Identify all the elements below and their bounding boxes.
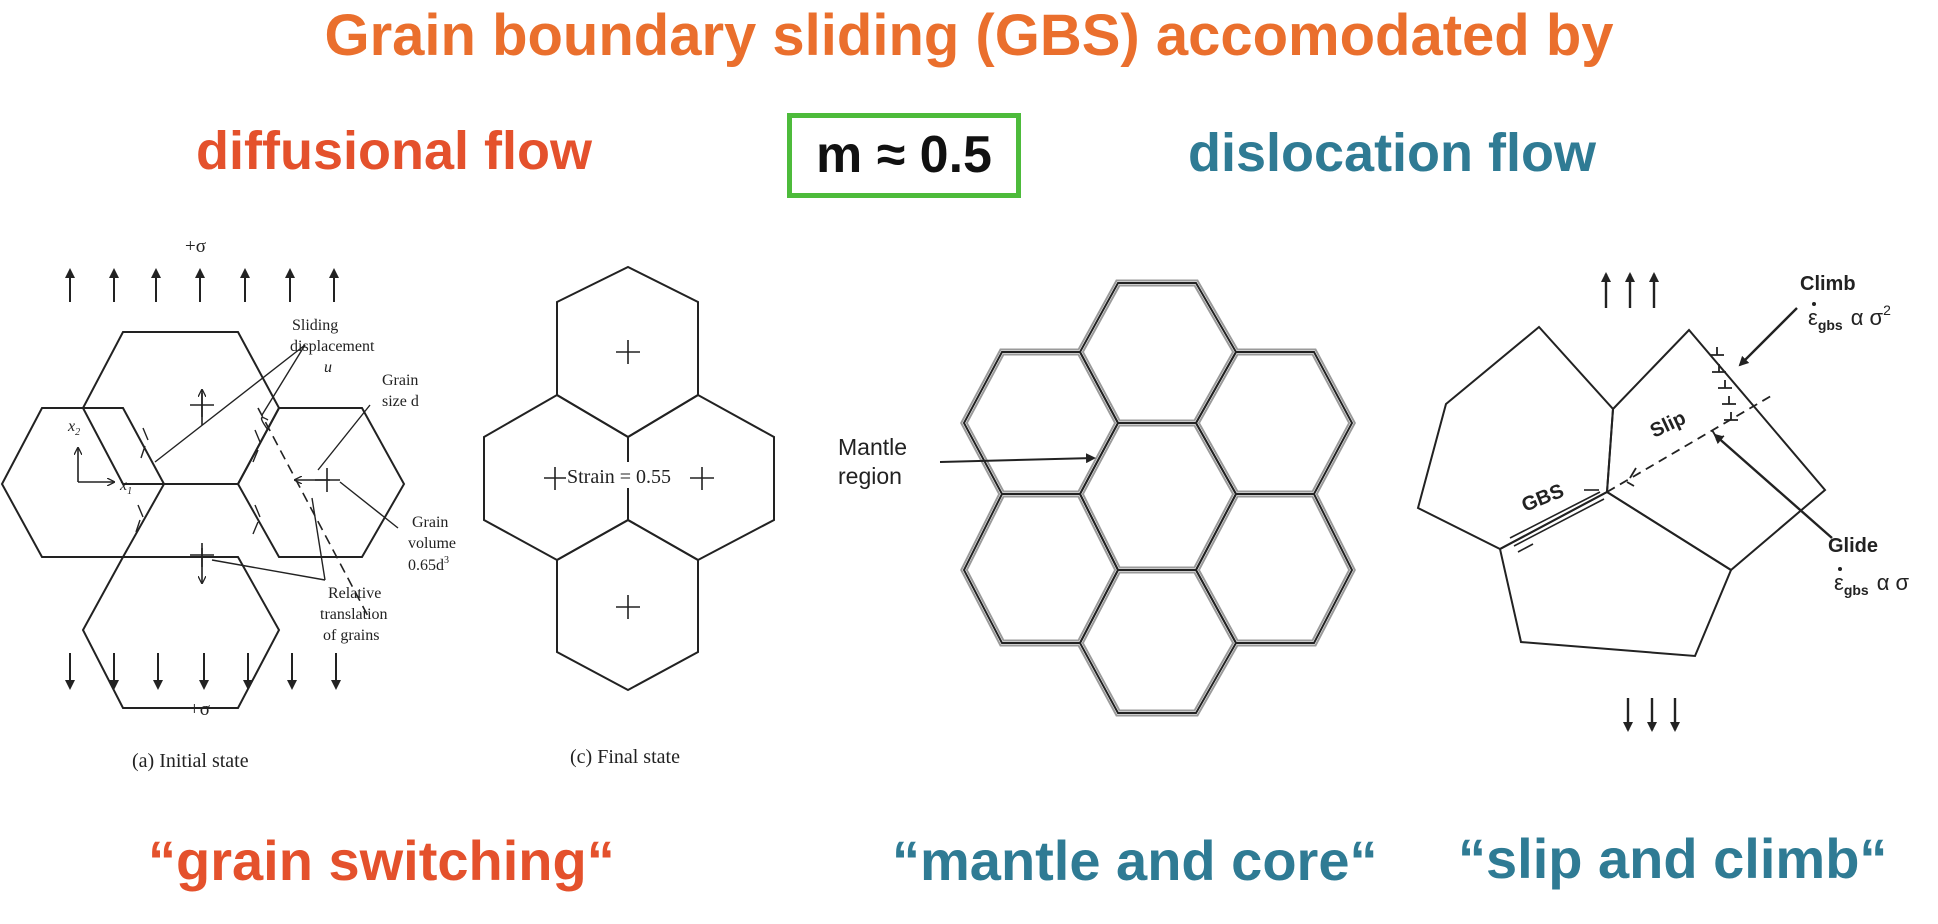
glide-label: Glide (1828, 535, 1878, 557)
stress-arrows-down (65, 653, 341, 690)
stress-arrows-up (65, 268, 339, 302)
heading-dislocation-flow: dislocation flow (1188, 123, 1597, 183)
caption-final-state: (c) Final state (570, 746, 680, 768)
climb-label: Climb (1800, 273, 1856, 295)
caption-initial-state: (a) Initial state (132, 750, 249, 772)
strain-rate-sensitivity-box: m ≈ 0.5 (787, 113, 1021, 198)
sliding-label-2: displacement (290, 338, 375, 355)
panel-initial-state (0, 268, 406, 709)
grain-polygon (1416, 325, 1615, 551)
stress-label-top: +σ (185, 236, 206, 257)
relative-translation-label-1: Relative (328, 585, 381, 602)
grain-volume-label-1: Grain (412, 514, 448, 531)
relative-translation-label-3: of grains (323, 627, 379, 644)
panel-mantle-core (939, 279, 1356, 717)
axis-x1-label: x1 (119, 477, 132, 497)
sliding-label-3: u (324, 359, 332, 376)
grain-volume-label-3: 0.65d3 (408, 555, 449, 574)
caption-mantle-core: “mantle and core“ (892, 829, 1378, 892)
panel-final-state (483, 265, 775, 692)
grain-hexagon (556, 518, 699, 692)
gbs-label: GBS (1519, 480, 1567, 517)
grain-size-label-1: Grain (382, 372, 418, 389)
sliding-label-1: Sliding (292, 317, 338, 334)
grain-hexagon (1078, 569, 1238, 714)
grain-volume-label-2: volume (408, 535, 456, 552)
grain-hexagon (236, 407, 406, 558)
slip-label: Slip (1647, 407, 1690, 442)
panel-slip-climb (1416, 272, 1833, 732)
mantle-label-2: region (838, 463, 902, 489)
stress-label-bottom: +σ (189, 699, 210, 720)
grain-hexagon (81, 556, 281, 709)
slide-title: Grain boundary sliding (GBS) accomodated… (324, 3, 1614, 68)
caption-slip-climb: “slip and climb“ (1458, 827, 1888, 890)
stress-arrows-up-right (1601, 272, 1659, 308)
caption-grain-switching: “grain switching“ (148, 829, 615, 892)
heading-diffusional-flow: diffusional flow (196, 121, 592, 181)
climb-rate-dot (1812, 302, 1816, 306)
strain-label: Strain = 0.55 (567, 466, 671, 488)
relative-translation-label-2: translation (320, 606, 388, 623)
grain-polygon (1498, 490, 1733, 658)
glide-rate-dot (1838, 567, 1842, 571)
stress-arrows-down-right (1623, 698, 1680, 732)
axis-x2-label: x2 (67, 418, 80, 438)
grain-polygon (1605, 328, 1827, 572)
grain-size-label-2: size d (382, 393, 419, 410)
mantle-label-1: Mantle (838, 434, 907, 460)
